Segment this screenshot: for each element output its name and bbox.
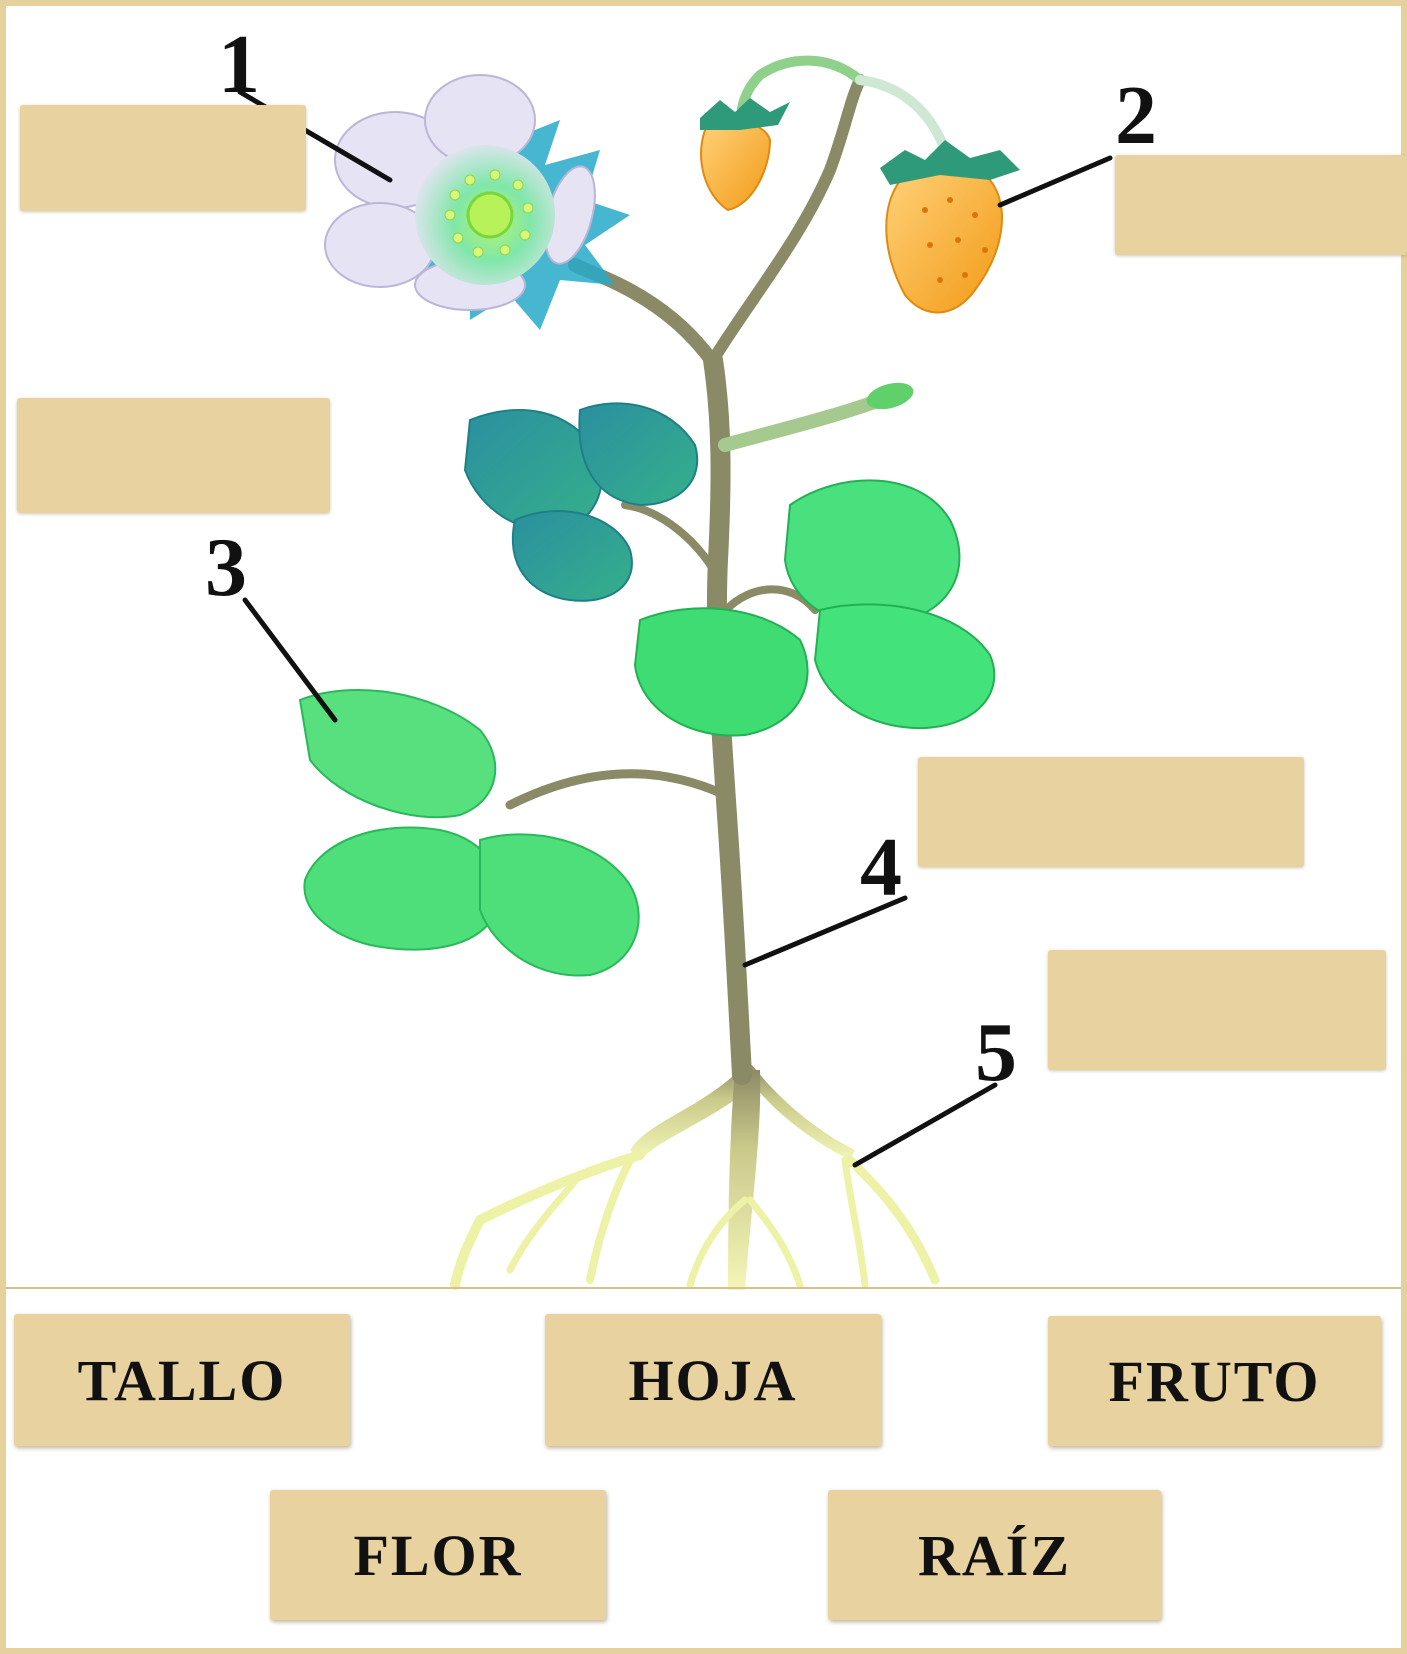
word-bank-divider	[6, 1287, 1401, 1289]
word-card-flor[interactable]: FLOR	[270, 1490, 606, 1620]
word-card-raiz[interactable]: RAÍZ	[828, 1490, 1161, 1620]
callout-number-2: 2	[1115, 69, 1157, 162]
word-card-tallo[interactable]: TALLO	[14, 1314, 350, 1446]
leaf-middle	[633, 479, 996, 737]
leaf-teal	[463, 402, 699, 602]
answer-box-4[interactable]	[918, 757, 1304, 867]
answer-box-5[interactable]	[1048, 950, 1386, 1070]
flower	[324, 74, 630, 330]
roots	[450, 1065, 940, 1290]
word-card-hoja[interactable]: HOJA	[545, 1314, 881, 1446]
callout-number-4: 4	[860, 821, 902, 914]
leaf-lower	[298, 689, 640, 977]
fruit-large	[880, 140, 1020, 314]
callout-number-3: 3	[205, 521, 247, 614]
answer-box-2[interactable]	[1115, 155, 1407, 255]
callout-number-5: 5	[975, 1006, 1017, 1099]
answer-box-1[interactable]	[20, 105, 306, 211]
callout-number-1: 1	[218, 18, 260, 111]
answer-box-3[interactable]	[17, 398, 330, 513]
word-card-fruto[interactable]: FRUTO	[1048, 1316, 1381, 1446]
fruit-small	[700, 98, 790, 212]
